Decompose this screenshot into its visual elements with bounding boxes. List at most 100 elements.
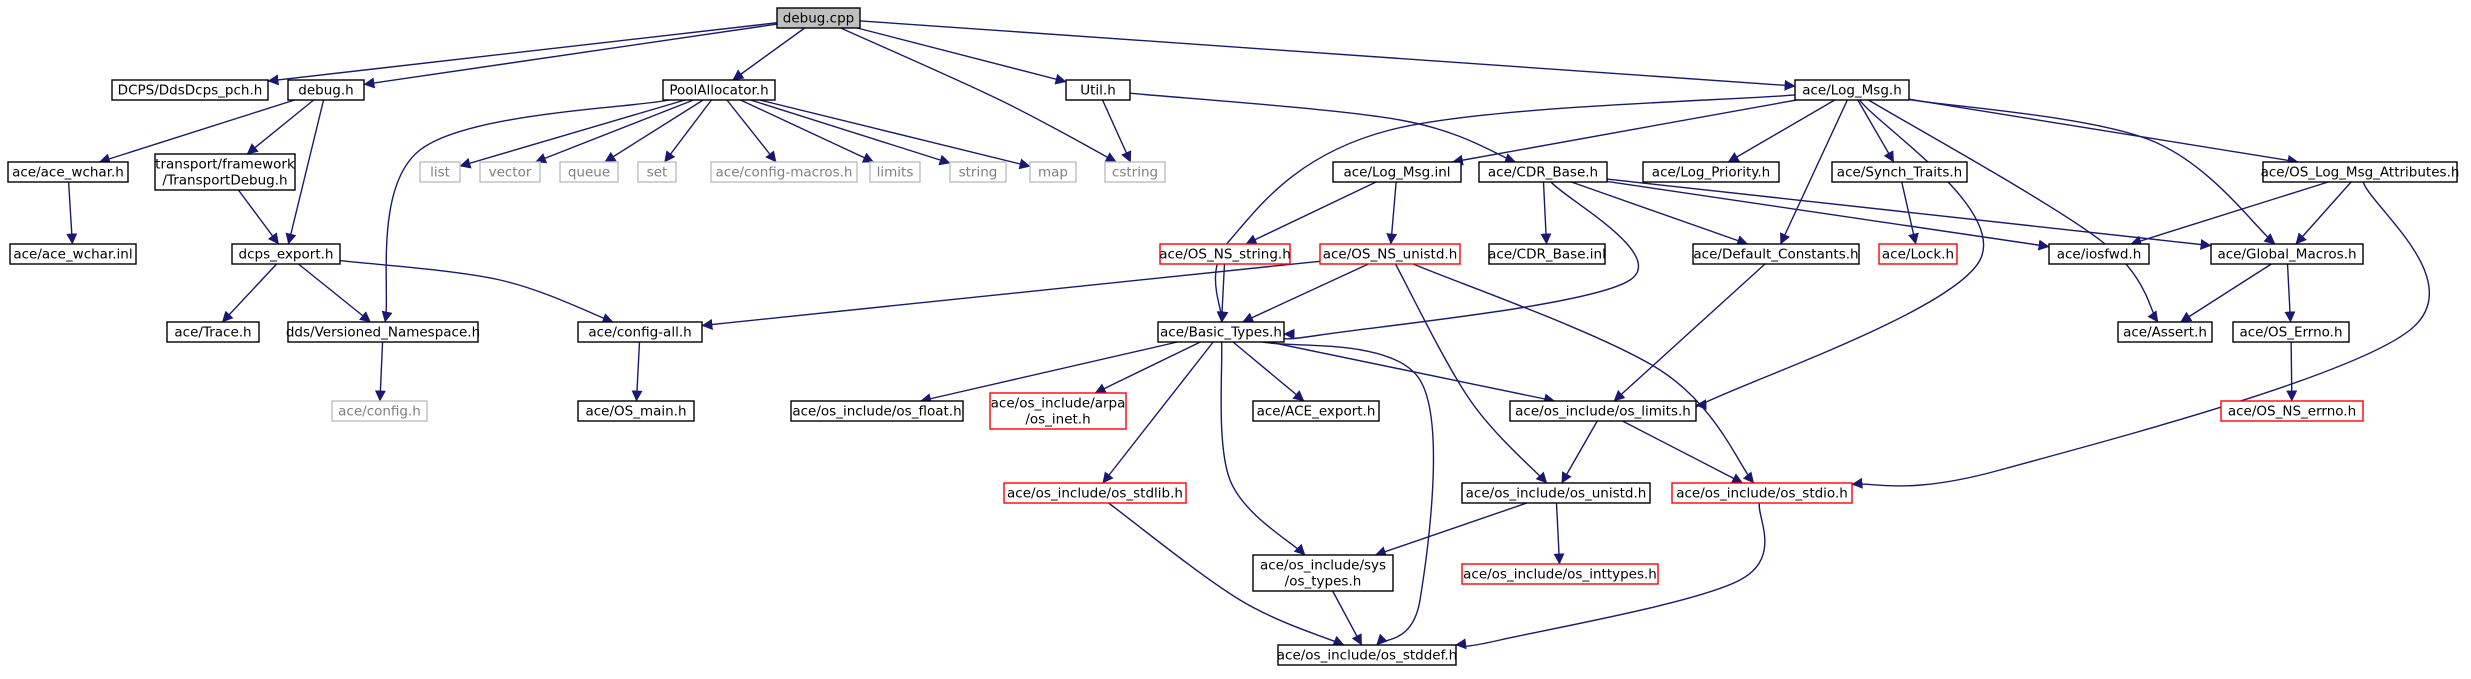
edge-poolalloc-to-list <box>459 99 686 169</box>
node-box <box>1671 482 1853 504</box>
node-os-float[interactable]: ace/os_include/os_float.h <box>790 400 964 422</box>
node-label: ace/os_include/sys <box>1260 558 1386 574</box>
edge-line <box>1606 180 2050 251</box>
node-cdr-base-inl[interactable]: ace/CDR_Base.inl <box>1488 243 1606 265</box>
node-os-ns-unistd[interactable]: ace/OS_NS_unistd.h <box>1319 243 1461 265</box>
node-ace-trace[interactable]: ace/Trace.h <box>166 321 260 343</box>
edge-line <box>1455 502 1766 650</box>
node-map[interactable]: map <box>1029 161 1077 183</box>
node-queue[interactable]: queue <box>559 161 619 183</box>
node-debug-h[interactable]: debug.h <box>287 79 365 101</box>
node-box <box>1831 161 1968 183</box>
edge-debug_cpp-to-cstring <box>840 27 1117 163</box>
node-box <box>111 79 269 101</box>
edge-debug_h-to-transport_debug <box>246 99 315 155</box>
node-os-inttypes[interactable]: ace/os_include/os_inttypes.h <box>1461 563 1659 585</box>
node-os-main[interactable]: ace/OS_main.h <box>577 400 695 422</box>
node-limits[interactable]: limits <box>869 161 921 183</box>
node-cdr-base[interactable]: ace/CDR_Base.h <box>1478 161 1608 183</box>
node-label: ace/ace_wchar.h <box>12 165 124 181</box>
node-default-constants[interactable]: ace/Default_Constants.h <box>1692 243 1860 265</box>
edge-transport_debug-to-dcps_export <box>237 189 280 245</box>
edge-default_constants-to-os_limits <box>1613 263 1766 402</box>
node-box <box>9 243 137 265</box>
node-versioned-ns[interactable]: dds/Versioned_Namespace.h <box>286 321 480 343</box>
node-label: DCPS/DdsDcps_pch.h <box>118 83 263 99</box>
node-cstring[interactable]: cstring <box>1104 161 1166 183</box>
node-ace-export[interactable]: ace/ACE_export.h <box>1252 400 1380 422</box>
edge-cdr_base-to-default_constants <box>1571 181 1749 246</box>
node-box <box>869 161 921 183</box>
node-label: ace/config-all.h <box>588 325 691 341</box>
edge-line <box>1908 98 2299 166</box>
node-os-unistd[interactable]: ace/os_include/os_unistd.h <box>1461 482 1651 504</box>
node-iosfwd[interactable]: ace/iosfwd.h <box>2048 243 2150 265</box>
edge-basic_types-to-os_stdlib <box>1102 341 1214 484</box>
edge-dcps_export-to-ace_trace <box>221 263 278 323</box>
edge-line <box>1901 181 1919 245</box>
node-global-macros[interactable]: ace/Global_Macros.h <box>2210 243 2364 265</box>
node-os-limits[interactable]: ace/os_include/os_limits.h <box>1509 400 1697 422</box>
edge-line <box>1242 263 1369 323</box>
node-label: ace/os_include/os_inttypes.h <box>1463 567 1657 583</box>
edge-os_ns_unistd-to-os_unistd <box>1394 263 1548 484</box>
node-os-inet[interactable]: ace/os_include/arpa/os_inet.h <box>989 392 1127 430</box>
edge-os_unistd-to-os_inttypes <box>1553 502 1565 565</box>
node-os-stddef[interactable]: ace/os_include/os_stddef.h <box>1277 644 1457 666</box>
node-ace-lock[interactable]: ace/Lock.h <box>1878 243 1958 265</box>
edge-versioned_ns-to-config_h <box>374 341 386 402</box>
node-label: ace/OS_NS_errno.h <box>2228 404 2356 420</box>
node-debug-cpp[interactable]: debug.cpp <box>776 7 861 29</box>
node-synch-traits[interactable]: ace/Synch_Traits.h <box>1831 161 1968 183</box>
node-box <box>1003 482 1187 504</box>
node-box <box>1159 243 1291 265</box>
node-ace-assert[interactable]: ace/Assert.h <box>2117 321 2213 343</box>
node-dds-pch[interactable]: DCPS/DdsDcps_pch.h <box>111 79 269 101</box>
edge-line <box>1108 502 1345 646</box>
edge-line <box>1262 341 1435 646</box>
edge-line <box>98 99 295 165</box>
edge-debug_cpp-to-util_h <box>857 27 1067 85</box>
node-list[interactable]: list <box>419 161 461 183</box>
edge-log_msg_inl-to-os_ns_unistd <box>1386 181 1398 245</box>
edge-line <box>750 99 951 166</box>
node-label: ace/Log_Priority.h <box>1652 165 1770 181</box>
node-os-log-msg-attr[interactable]: ace/OS_Log_Msg_Attributes.h <box>2261 161 2460 183</box>
node-sys-os-types[interactable]: ace/os_include/sys/os_types.h <box>1252 554 1394 592</box>
node-dcps-export[interactable]: dcps_export.h <box>231 243 341 265</box>
edge-synch_traits-to-ace_lock <box>1901 181 1919 245</box>
node-config-macros[interactable]: ace/config-macros.h <box>710 161 858 183</box>
node-log-msg-inl[interactable]: ace/Log_Msg.inl <box>1332 161 1462 183</box>
node-label: ace/CDR_Base.h <box>1488 165 1598 181</box>
node-os-stdlib[interactable]: ace/os_include/os_stdlib.h <box>1003 482 1187 504</box>
node-os-ns-errno[interactable]: ace/OS_NS_errno.h <box>2220 400 2364 422</box>
node-vector[interactable]: vector <box>479 161 541 183</box>
edge-cdr_base-to-cdr_base_inl <box>1540 181 1552 245</box>
node-log-msg[interactable]: ace/Log_Msg.h <box>1794 79 1910 101</box>
node-os-ns-string[interactable]: ace/OS_NS_string.h <box>1159 243 1291 265</box>
edge-ace_wchar_h-to-ace_wchar_inl <box>66 181 78 245</box>
node-os-errno[interactable]: ace/OS_Errno.h <box>2232 321 2350 343</box>
node-ace-wchar-h[interactable]: ace/ace_wchar.h <box>7 161 129 183</box>
edge-basic_types-to-os_inet <box>1094 341 1201 394</box>
node-box <box>1488 243 1606 265</box>
node-config-all[interactable]: ace/config-all.h <box>577 321 703 343</box>
node-transport-debug[interactable]: transport/framework/TransportDebug.h <box>154 153 296 191</box>
edge-line <box>1094 341 1201 394</box>
node-label: ace/os_include/os_unistd.h <box>1466 486 1647 502</box>
node-poolalloc[interactable]: PoolAllocator.h <box>662 79 776 101</box>
node-log-priority[interactable]: ace/Log_Priority.h <box>1642 161 1780 183</box>
node-util-h[interactable]: Util.h <box>1065 79 1131 101</box>
node-basic-types[interactable]: ace/Basic_Types.h <box>1157 321 1285 343</box>
node-label: dcps_export.h <box>239 247 334 263</box>
edge-sys_os_types-to-os_stddef <box>1332 590 1363 646</box>
node-box <box>1478 161 1608 183</box>
edge-util_h-to-cstring <box>1101 99 1132 163</box>
node-config-h[interactable]: ace/config.h <box>331 400 428 422</box>
node-os-stdio[interactable]: ace/os_include/os_stdio.h <box>1671 482 1853 504</box>
node-string[interactable]: string <box>949 161 1007 183</box>
node-box <box>2262 161 2458 183</box>
node-box <box>2220 400 2364 422</box>
node-set[interactable]: set <box>637 161 677 183</box>
node-ace-wchar-inl[interactable]: ace/ace_wchar.inl <box>9 243 137 265</box>
